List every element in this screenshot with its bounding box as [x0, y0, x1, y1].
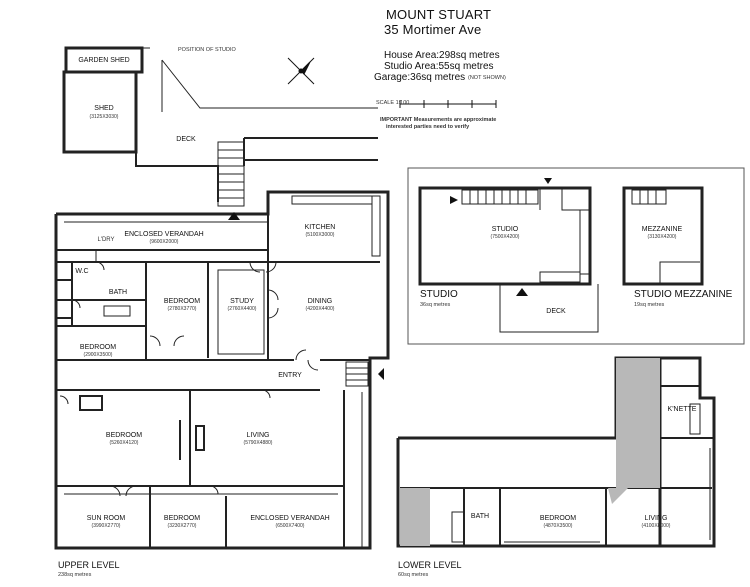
mezzanine-room-dim: (3130X4200) [647, 234, 677, 240]
laundry-label: L'DRY [97, 237, 115, 243]
studio-deck-outline [499, 284, 599, 333]
lower-living-dim: (4100X8000) [641, 523, 671, 529]
lower-bedroom-label: BEDROOM [539, 515, 577, 522]
deck-label: DECK [176, 136, 196, 143]
bath-label: BATH [108, 289, 128, 296]
studio-frame [407, 167, 745, 345]
page-title: MOUNT STUART [386, 7, 492, 22]
bedroom-d-dim: (3230X2770) [167, 523, 197, 529]
garage-note: (NOT SHOWN) [468, 75, 506, 81]
studio-stairs [461, 189, 539, 205]
lower-level-area: 60sq metres [398, 572, 429, 578]
shaded-areas [400, 358, 660, 546]
position-of-studio: POSITION OF STUDIO [178, 47, 236, 53]
bedroom-b-label: BEDROOM [79, 344, 117, 351]
upper-level-area: 238sq metres [58, 572, 92, 578]
mezzanine-outline [622, 186, 704, 286]
enclosed-verandah-top: ENCLOSED VERANDAH [124, 231, 204, 238]
lower-bath-label: BATH [470, 513, 490, 520]
living-dim: (5790X4880) [243, 440, 273, 446]
shed-label: SHED [94, 105, 114, 112]
study-label: STUDY [230, 298, 254, 305]
entry-label: ENTRY [278, 372, 302, 379]
garden-shed-label: GARDEN SHED [78, 57, 130, 64]
sun-room-label: SUN ROOM [86, 515, 126, 522]
bedroom-a-dim: (2780X3770) [167, 306, 197, 312]
bedroom-d-label: BEDROOM [163, 515, 201, 522]
enclosed-verandah-bottom-dim: (6500X7400) [275, 523, 305, 529]
lower-living-label: LIVING [644, 515, 668, 522]
dining-dim: (4200X4400) [305, 306, 335, 312]
scale-bar [399, 100, 497, 108]
shed-outline [62, 70, 138, 154]
bedroom-b-dim: (2900X3500) [83, 352, 113, 358]
garage-area: Garage:36sq metres [374, 72, 466, 83]
disclaimer-line-2: interested parties need to verify [386, 124, 470, 130]
studio-deck-label: DECK [546, 308, 566, 315]
deck-stairs [217, 141, 245, 207]
bedroom-a-label: BEDROOM [163, 298, 201, 305]
disclaimer-line-1: IMPORTANT Measurements are approximate [380, 117, 497, 123]
studio-room-label: STUDIO [491, 226, 519, 233]
enclosed-verandah-bottom: ENCLOSED VERANDAH [250, 515, 330, 522]
sun-room-dim: (3990X2770) [91, 523, 121, 529]
enclosed-verandah-top-dim: (9600X2000) [149, 239, 179, 245]
upper-level-title: UPPER LEVEL [58, 560, 120, 570]
mezzanine-title: STUDIO MEZZANINE [634, 289, 733, 300]
shed-dim: (3125X3030) [89, 114, 119, 120]
entry-stairs [345, 361, 369, 387]
studio-title: STUDIO [420, 289, 458, 300]
studio-room-dim: (7500X4200) [490, 234, 520, 240]
entry-arrows [228, 178, 552, 380]
knette-label: K'NETTE [667, 406, 697, 413]
bedroom-c-dim: (5260X4120) [109, 440, 139, 446]
studio-level-area: 36sq metres [420, 302, 451, 308]
upper-level-outline [54, 190, 390, 550]
dining-label: DINING [307, 298, 333, 305]
kitchen-dim: (5100X3000) [305, 232, 335, 238]
house-area: House Area:298sq metres [384, 50, 500, 61]
mezzanine-level-area: 19sq metres [634, 302, 665, 308]
bedroom-c-label: BEDROOM [105, 432, 143, 439]
lower-level-title: LOWER LEVEL [398, 560, 462, 570]
studio-position-line [161, 59, 378, 109]
wc-label: W.C [75, 268, 89, 275]
study-dim: (2760X4400) [227, 306, 257, 312]
mezzanine-room-label: MEZZANINE [641, 226, 683, 233]
lower-bedroom-dim: (4870X3500) [543, 523, 573, 529]
studio-area: Studio Area:55sq metres [384, 61, 494, 72]
kitchen-label: KITCHEN [304, 224, 336, 231]
address: 35 Mortimer Ave [384, 22, 482, 37]
living-label: LIVING [246, 432, 270, 439]
scale-label: SCALE 1:100 [376, 100, 410, 106]
compass-icon [287, 57, 315, 85]
